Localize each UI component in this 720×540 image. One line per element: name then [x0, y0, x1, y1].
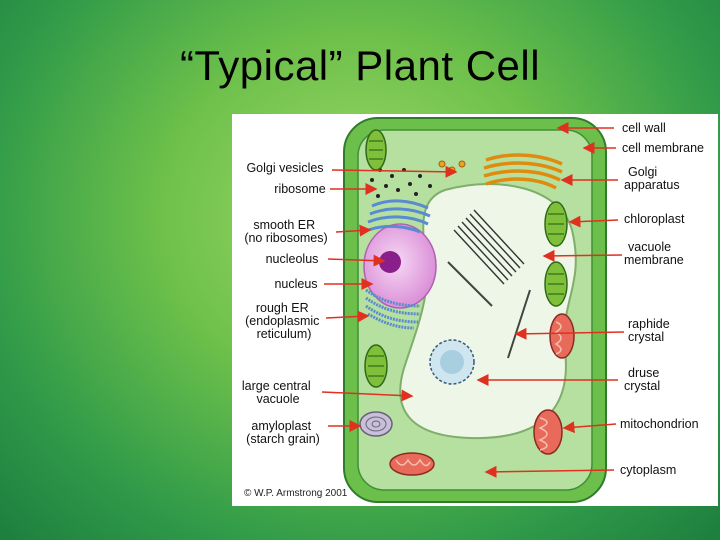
- amyloplast-shape: [360, 412, 392, 436]
- label-mitochondrion: mitochondrion: [620, 417, 699, 431]
- label-golgi-vesicles: Golgi vesicles: [246, 161, 323, 175]
- label-nucleus: nucleus: [274, 277, 317, 291]
- copyright-notice: © W.P. Armstrong 2001: [244, 488, 348, 499]
- label-rough-er: rough ER (endoplasmic reticulum): [245, 301, 323, 341]
- label-amyloplast: amyloplast (starch grain): [246, 419, 320, 446]
- label-nucleolus: nucleolus: [266, 252, 319, 266]
- mitochondrion-shape: [390, 453, 434, 475]
- label-druse-crystal: druse crystal: [624, 366, 663, 393]
- chloroplast-shape: [545, 202, 567, 246]
- label-chloroplast: chloroplast: [624, 212, 685, 226]
- druse-crystal-shape: [430, 340, 474, 384]
- label-cytoplasm: cytoplasm: [620, 463, 676, 477]
- label-ribosome: ribosome: [274, 182, 325, 196]
- chloroplast-shape: [366, 130, 386, 170]
- nucleolus-shape: [379, 251, 401, 273]
- label-cell-membrane: cell membrane: [622, 141, 704, 155]
- mitochondrion-shape: [534, 410, 562, 454]
- chloroplast-shape: [365, 345, 387, 387]
- mitochondrion-shape: [550, 314, 574, 358]
- label-smooth-er: smooth ER (no ribosomes): [244, 218, 327, 245]
- label-cell-wall: cell wall: [622, 121, 666, 135]
- chloroplast-shape: [545, 262, 567, 306]
